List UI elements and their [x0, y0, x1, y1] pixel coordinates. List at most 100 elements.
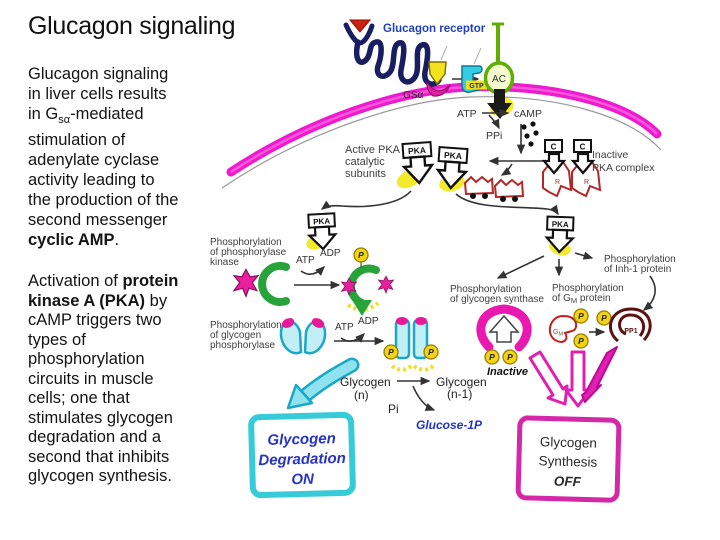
text-line: stimulation of	[28, 131, 126, 149]
inactive-pka-complex-label: Inactive PKA complex	[592, 149, 655, 174]
svg-text:subunits: subunits	[345, 168, 386, 180]
svg-text:C: C	[551, 143, 557, 152]
atp-label: ATP	[296, 255, 315, 266]
text-segment: Activation of	[28, 272, 123, 290]
camp-production: ATP cAMP PPi	[457, 108, 542, 155]
text-segment: .	[114, 231, 120, 249]
r-subunit-letter: R	[584, 179, 589, 186]
svg-text:PKA complex: PKA complex	[592, 162, 655, 174]
text-line: second that inhibits	[28, 447, 170, 466]
adp-label: ADP	[320, 248, 341, 259]
text-line: cAMP triggers two	[28, 311, 162, 329]
glucose-1p-label: Glucose-1P	[416, 418, 483, 432]
phosphate-badge	[484, 349, 500, 365]
gm-letter-sub: M	[558, 332, 563, 338]
paragraph-intro: Glucagon signaling in liver cells result…	[28, 64, 228, 250]
text-line: in liver cells results	[28, 85, 167, 103]
text-line: kinase A (PKA) by	[28, 292, 228, 312]
text-line: adenylate cyclase	[28, 151, 160, 169]
pp1-label: PP1	[624, 328, 637, 335]
glycogen-synthase-label: Phosphorylation of glycogen synthase	[450, 284, 544, 305]
text-line: in Gsα-mediated	[28, 104, 228, 130]
svg-text:ON: ON	[291, 471, 315, 489]
text-line: circuits in muscle	[28, 369, 154, 388]
glycogen-synthase-inactive: Inactive	[476, 304, 532, 378]
pka-catalytic-subunit: PKA	[401, 141, 435, 185]
glycogen-phosphorylase-active	[383, 317, 439, 372]
glycogen-phosphorylase-inactive	[279, 318, 327, 355]
glucagon-receptor-label: Glucagon receptor	[383, 23, 486, 35]
svg-text:Active PKA: Active PKA	[345, 144, 401, 156]
active-highlight	[346, 301, 380, 312]
text-line: cyclic AMP.	[28, 230, 228, 250]
phosphorylase-kinase-active	[341, 247, 394, 316]
phosphate-badge	[573, 333, 589, 349]
text-line: Activation of protein	[28, 272, 228, 292]
text-line: glycogen synthesis.	[28, 467, 172, 485]
inactive-label: Inactive	[487, 366, 528, 378]
gtp-tag	[466, 80, 487, 90]
pka-to-right-branch-curve	[455, 193, 559, 216]
atp-adp-swoosh	[340, 333, 365, 343]
to-inh1-arrow	[574, 251, 594, 260]
regulatory-subunit-camp	[494, 179, 524, 203]
svg-text:Phosphorylation: Phosphorylation	[210, 237, 282, 248]
adp-label: ADP	[358, 316, 379, 327]
svg-text:GM: GM	[553, 329, 563, 338]
bold-segment: cyclic AMP	[28, 231, 115, 249]
text-line: stimulates glycogen	[28, 408, 173, 427]
text-segment: in G	[28, 105, 59, 123]
phosphate-badge	[353, 247, 369, 263]
phosphate-badge	[573, 308, 589, 324]
gm-protein-label: Phosphorylation of GM protein	[552, 283, 624, 305]
svg-text:kinase: kinase	[210, 257, 239, 268]
phosphate-badge	[383, 344, 399, 360]
glucagon-receptor	[343, 19, 442, 87]
text-line: phosphorylation	[28, 350, 145, 368]
svg-text:(n): (n)	[354, 388, 369, 402]
inactive-pka-complex: R R C C	[541, 139, 602, 198]
bold-segment: kinase A (PKA)	[28, 291, 146, 310]
atp-label: ATP	[457, 108, 477, 120]
camp-molecules	[521, 121, 539, 147]
phosphorylase-kinase-label: Phosphorylation of phosphorylase kinase	[210, 237, 287, 268]
gm-label-a: of G	[552, 293, 571, 304]
glycogen-synthesis-off-box: Glycogen Synthesis OFF	[515, 415, 622, 503]
svg-text:phosphorylase: phosphorylase	[210, 340, 275, 351]
inh1-protein-label: Phosphorylation of Inh-1 protein	[604, 254, 676, 275]
text-line: the production of the	[28, 191, 179, 209]
gm-label-sub: M	[571, 296, 577, 305]
svg-text:Phosphorylation: Phosphorylation	[210, 320, 282, 331]
c-subunit: C	[541, 139, 567, 175]
svg-text:Glycogen: Glycogen	[267, 430, 336, 449]
r-subunit-letter: R	[555, 179, 560, 186]
svg-text:C: C	[580, 143, 586, 152]
svg-text:PKA: PKA	[552, 220, 569, 230]
svg-text:PKA: PKA	[408, 145, 427, 156]
atp-label: ATP	[335, 322, 354, 333]
glycogen-degradation-on-box: Glycogen Degradation ON	[248, 411, 356, 499]
svg-text:Synthesis: Synthesis	[538, 453, 597, 470]
gtp-label: GTP	[469, 83, 484, 90]
svg-text:Phosphorylation: Phosphorylation	[552, 283, 624, 294]
text-line: cells; one that	[28, 389, 130, 407]
svg-text:Glycogen: Glycogen	[540, 434, 597, 450]
degradation-pathway-arrow	[286, 357, 360, 410]
svg-text:of glycogen synthase: of glycogen synthase	[450, 294, 544, 305]
r-subunit-release-arrow	[500, 163, 513, 176]
text-segment: -mediated	[70, 105, 144, 123]
text-line: activity leading to	[28, 171, 155, 189]
svg-text:of glycogen: of glycogen	[210, 330, 261, 341]
c-subunit: C	[570, 139, 596, 175]
pka-to-left-branch-curve	[320, 190, 412, 210]
svg-text:of GM protein: of GM protein	[552, 293, 611, 305]
gm-protein: GM	[548, 308, 589, 349]
svg-text:Phosphorylation: Phosphorylation	[450, 284, 522, 295]
svg-text:PKA: PKA	[444, 150, 463, 161]
glucagon-ligand-icon	[348, 19, 372, 33]
text-line: second messenger	[28, 211, 168, 229]
subscript-segment: sα	[58, 114, 71, 126]
pp1-complex: PP1	[596, 307, 652, 343]
text-segment: by	[145, 291, 168, 310]
